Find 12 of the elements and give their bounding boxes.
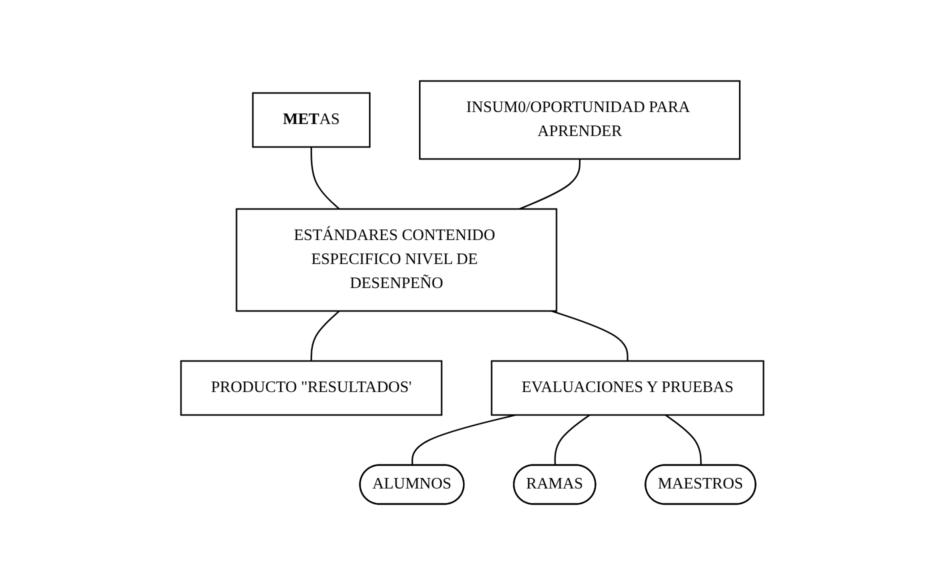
connector: [310, 310, 340, 360]
connector: [554, 414, 590, 466]
connector: [552, 310, 629, 360]
node-box: ESTÁNDARES CONTENIDO ESPECIFICO NIVEL DE DESENPEÑO: [236, 208, 558, 312]
node-box: PRODUCTO "RESULTADOS': [180, 360, 443, 416]
connector: [665, 414, 702, 466]
connector: [519, 158, 581, 210]
node-box: INSUM0/OPORTUNIDAD PARA APRENDER: [419, 80, 741, 160]
connector: [412, 414, 516, 466]
node-box: EVALUACIONES Y PRUEBAS: [491, 360, 764, 416]
connector: [310, 146, 340, 210]
node-box: METAS: [252, 92, 371, 148]
